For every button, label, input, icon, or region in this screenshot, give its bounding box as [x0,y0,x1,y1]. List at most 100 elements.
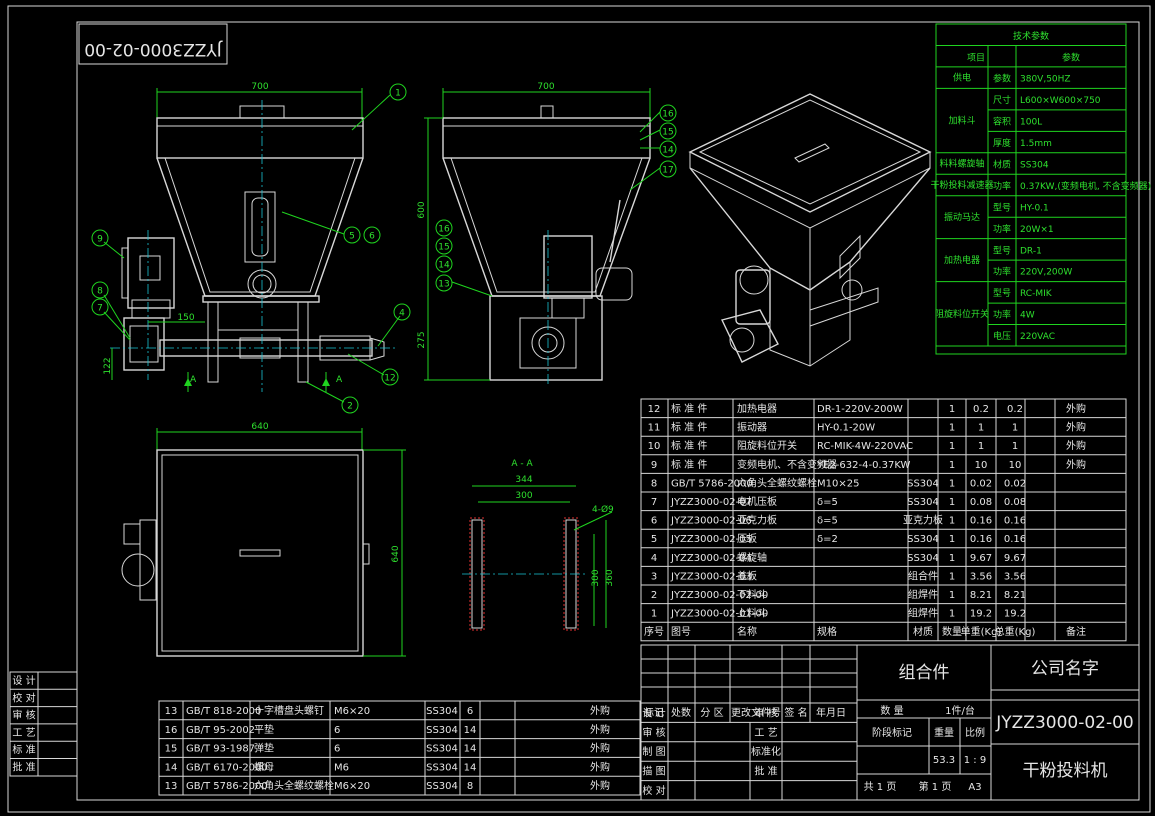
bom-cell: M10×25 [817,478,859,489]
bom-head-cell: 单重(Kg) [961,625,1002,638]
bom-cell: 2 [651,590,657,601]
balloon-number: 1 [395,89,401,99]
tech-val: 0.37KW,(变频电机, 不含变频器) [1020,180,1151,192]
parts-cell: M6 [334,762,349,773]
bom-cell: 螺旋轴 [737,551,767,564]
bom-cell: 9 [651,460,657,471]
rev-head: 年月日 [816,706,846,719]
tb-drawing-no: JYZZ3000-02-00 [995,713,1134,733]
part-balloon [659,122,677,140]
bom-cell: 组焊件 [908,607,938,620]
parts-cell: 螺母 [254,761,274,773]
tech-val: SS304 [1020,160,1049,170]
tech-val: 20W×1 [1020,225,1054,235]
outer-border [7,5,1151,813]
bom-cell: 组焊件 [908,588,938,601]
bom-cell: 外购 [1066,458,1086,471]
parts-cell: 外购 [590,760,610,773]
tech-group: 供电 [953,72,971,84]
bom-head-cell: 总重(Kg) [995,625,1036,638]
bom-cell: 0.16 [1004,516,1026,527]
tb-size: A3 [968,782,981,793]
bom-cell: 盖板 [737,569,757,582]
bom-cell: 8.21 [1004,590,1026,601]
bom-cell: 1 [949,404,955,415]
parts-cell: 外购 [590,742,610,755]
dim-shaft-h: 122 [103,357,113,374]
bom-cell: 10 [975,460,988,471]
bom-cell: 外购 [1066,402,1086,415]
tb-weight: 重量 [934,726,954,739]
parts-cell: SS304 [426,706,458,717]
role-right: 审 核 [754,706,777,719]
bom-cell: 0.02 [970,478,992,489]
bom-cell: 9.67 [970,553,992,564]
parts-cell: 15 [165,744,178,755]
parts-cell: GB/T 95-2002 [186,725,255,736]
parts-cell: 外购 [590,723,610,736]
stamp-cell: 批 准 [12,761,35,774]
tech-group: 加料斗 [948,115,975,127]
tb-weight-val: 53.3 [933,755,955,766]
parts-cell: 外购 [590,779,610,792]
bom-cell: 标 准 件 [671,403,707,415]
stamp-cell: 审 核 [12,709,35,722]
rev-head: 签 名 [784,706,807,719]
bom-cell: SS304 [907,497,939,508]
rev-head: 处数 [671,706,691,719]
bom-cell: 4 [651,553,657,564]
bom-cell: 0.2 [1007,404,1023,415]
bom-cell: δ=5 [817,497,838,508]
tb-sheet: 第 1 页 [919,780,952,793]
balloon-number: 13 [438,280,449,290]
part-balloon [381,368,399,386]
tech-val: RC-MIK [1020,289,1053,299]
bom-cell: 电机压板 [737,495,777,508]
bom-cell: 标 准 件 [671,459,707,471]
part-balloon [393,303,411,321]
balloon-number: 15 [662,128,673,138]
tech-group: 料料螺旋轴 [939,158,984,170]
plan-view: 640 640 [121,422,406,657]
parts-cell: 六角头全螺纹螺栓 [254,779,334,792]
bom-cell: 组合件 [908,569,938,582]
tb-scale: 比例 [965,726,985,739]
bom-cell: 7 [651,497,657,508]
bom-cell: 压板 [737,532,757,545]
dim-plan-height: 640 [391,545,401,562]
bom-cell: YE2-632-4-0.37KW [816,460,911,471]
part-balloon [659,160,677,178]
bom-cell: 19.2 [1004,609,1026,620]
tech-key: 材质 [993,158,1011,170]
bom-cell: 0.08 [970,497,992,508]
parts-cell: SS304 [426,725,458,736]
parts-cell: 13 [165,706,178,717]
bom-cell: 8.21 [970,590,992,601]
part-balloon [363,226,381,244]
bom-cell: JYZZ3000-02-01-00 [670,609,768,620]
bom-cell: JYZZ3000-02-03 [670,571,752,582]
bom-cell: 外购 [1066,439,1086,452]
bom-head-cell: 备注 [1066,625,1086,638]
dim-side-base: 275 [417,331,427,348]
parts-cell: 6 [334,725,340,736]
role-left: 审 核 [642,726,665,739]
bom-cell: JYZZ3000-02-02-00 [670,590,768,601]
bom-cell: RC-MIK-4W-220VAC [817,441,913,452]
parts-cell: GB/T 818-2000 [186,706,261,717]
bom-cell: 0.16 [970,534,992,545]
parts-cell: 十字槽盘头螺钉 [254,704,324,717]
role-left: 设 计 [642,706,665,719]
iso-view [688,93,932,367]
tech-key: 功率 [993,309,1011,321]
bom-cell: 10 [1009,460,1022,471]
balloon-number: 5 [349,232,355,242]
role-left: 制 图 [642,745,665,758]
bom-cell: 亚克力板 [903,514,943,527]
bom-cell: 1 [651,609,657,620]
part-balloon [435,274,453,292]
balloon-number: 14 [662,146,674,156]
bom-cell: 标 准 件 [671,440,707,452]
